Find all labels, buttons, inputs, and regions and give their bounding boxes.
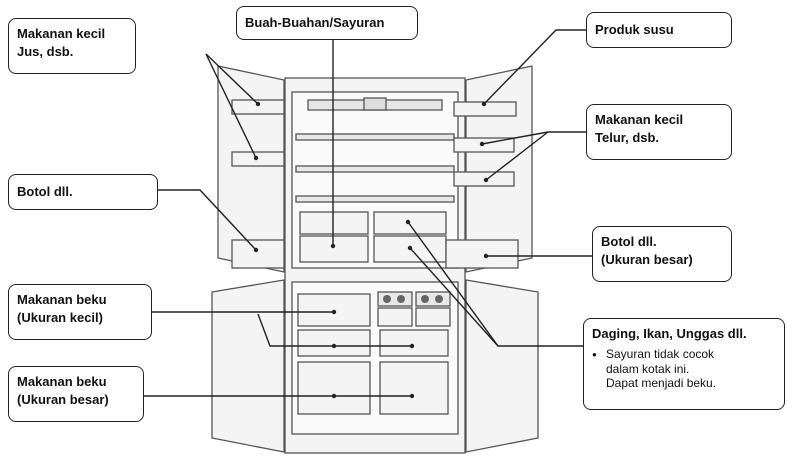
label-fruits-vegetables: Buah-Buahan/Sayuran <box>236 6 418 40</box>
label-meat-note: ● Sayuran tidak cocok dalam kotak ini. Da… <box>592 347 776 390</box>
shelf-middle <box>295 165 455 173</box>
label-meat-fish-poultry: Daging, Ikan, Unggas dll. ● Sayuran tidak… <box>583 318 785 410</box>
leader-bottle <box>158 189 257 251</box>
freezer-drawer-right-middle <box>379 329 449 357</box>
label-snack-egg-line2: Telur, dsb. <box>595 130 660 145</box>
freezer-tray-right-small <box>377 307 413 327</box>
label-snack-juice-line2: Jus, dsb. <box>17 44 74 59</box>
label-meat-note-line1: Sayuran tidak cocok <box>606 347 715 361</box>
label-bottle: Botol dll. <box>8 174 158 210</box>
label-snack-juice-line1: Makanan kecil <box>17 26 106 41</box>
shelf-lower <box>295 195 455 203</box>
leader-meat-b <box>409 247 499 347</box>
label-snack-egg: Makanan kecil Telur, dsb. <box>586 104 732 160</box>
shelf-upper <box>295 133 455 141</box>
bullet-icon: ● <box>592 349 597 359</box>
label-meat-note-line3: Dapat menjadi beku. <box>606 375 717 390</box>
label-meat-note-line2: dalam kotak ini. <box>606 361 690 376</box>
label-bottle-large: Botol dll. (Ukuran besar) <box>592 226 732 282</box>
leader-snack-juice-a <box>205 53 259 105</box>
label-frozen-small-line1: Makanan beku <box>17 292 107 307</box>
leader-dot <box>407 245 413 251</box>
label-fruits-vegetables-text: Buah-Buahan/Sayuran <box>245 15 385 30</box>
leader-dairy <box>483 29 586 105</box>
leader-dot <box>253 247 259 253</box>
leader-dot <box>483 177 489 183</box>
dial-3 <box>421 295 429 303</box>
door-bin-right-3 <box>453 171 515 187</box>
crisper-left-upper <box>299 211 369 235</box>
label-frozen-small: Makanan beku (Ukuran kecil) <box>8 284 152 340</box>
label-snack-juice: Makanan kecil Jus, dsb. <box>8 18 136 74</box>
door-lower-left <box>211 279 285 453</box>
freezer-tray-right-small-2 <box>415 307 451 327</box>
dial-4 <box>435 295 443 303</box>
label-meat-title: Daging, Ikan, Unggas dll. <box>592 326 747 341</box>
freezer-drawer-left-middle <box>297 329 371 357</box>
leader-dot <box>481 101 487 107</box>
leader-dot <box>330 243 336 249</box>
dial-2 <box>397 295 405 303</box>
label-frozen-large-line2: (Ukuran besar) <box>17 392 109 407</box>
leader-dot <box>409 343 415 349</box>
leader-dot <box>255 101 261 107</box>
label-dairy: Produk susu <box>586 12 732 48</box>
label-bottle-large-line2: (Ukuran besar) <box>601 252 693 267</box>
label-frozen-large: Makanan beku (Ukuran besar) <box>8 366 144 422</box>
freezer-drawer-left-bottom <box>297 361 371 415</box>
door-bin-left-3 <box>231 239 285 269</box>
leader-dot <box>331 309 337 315</box>
dial-1 <box>383 295 391 303</box>
leader-freezer-middle <box>257 313 412 347</box>
label-frozen-large-line1: Makanan beku <box>17 374 107 389</box>
leader-dot <box>479 141 485 147</box>
door-bin-right-4 <box>445 239 519 269</box>
freezer-drawer-right-bottom <box>379 361 449 415</box>
door-upper-left <box>217 65 285 273</box>
label-snack-egg-line1: Makanan kecil <box>595 112 684 127</box>
door-lower-right <box>465 279 539 453</box>
label-bottle-text: Botol dll. <box>17 184 73 199</box>
leader-dot <box>483 253 489 259</box>
label-dairy-text: Produk susu <box>595 22 674 37</box>
leader-snack-egg-b <box>485 131 549 181</box>
leader-dot <box>253 155 259 161</box>
crisper-right-upper <box>373 211 447 235</box>
light-unit <box>363 97 387 111</box>
leader-dot <box>331 343 337 349</box>
leader-snack-juice-b <box>205 53 257 159</box>
leader-dot <box>405 219 411 225</box>
door-bin-left-2 <box>231 151 285 167</box>
crisper-left-lower <box>299 235 369 263</box>
door-upper-right <box>465 65 533 273</box>
label-frozen-small-line2: (Ukuran kecil) <box>17 310 103 325</box>
label-bottle-large-line1: Botol dll. <box>601 234 657 249</box>
